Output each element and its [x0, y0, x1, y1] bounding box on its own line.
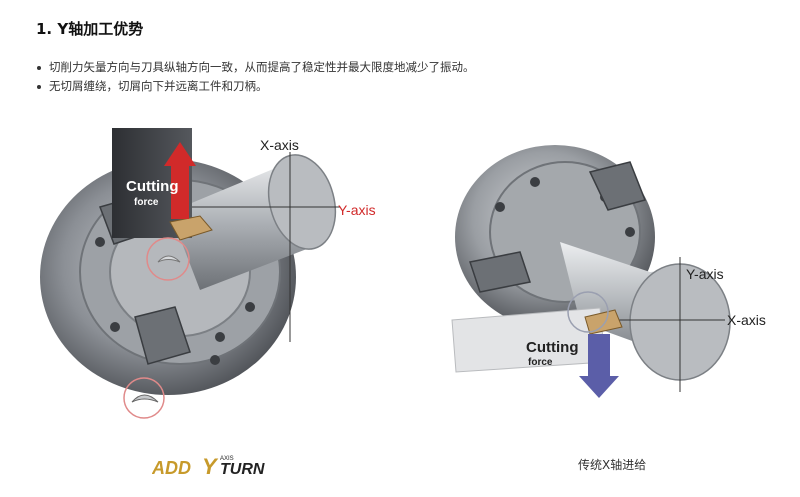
bolt: [215, 332, 225, 342]
bolt: [210, 355, 220, 365]
section-heading: 1. Y轴加工优势: [36, 20, 144, 38]
x-axis-label: X-axis: [260, 137, 299, 153]
force-arrow-shaft: [588, 334, 610, 378]
y-axis-turning-illustration: X-axis Y-axis Cutting force: [40, 128, 376, 419]
x-axis-feed-figure: Y-axis X-axis Cutting force: [440, 112, 800, 412]
addyturn-logo: ADD Y AXIS TURN: [151, 452, 292, 479]
x-axis-feed-illustration: Y-axis X-axis Cutting force: [451, 145, 766, 398]
bolt: [110, 322, 120, 332]
bolt: [530, 177, 540, 187]
chuck-jaw: [134, 306, 191, 365]
bullet-icon: [37, 85, 41, 89]
chuck-jaw: [469, 251, 531, 293]
y-axis-label: Y-axis: [338, 202, 376, 218]
logo-text-axis: AXIS: [220, 456, 234, 462]
bullet-icon: [37, 66, 41, 70]
x-axis-label: X-axis: [727, 312, 766, 328]
bolt: [495, 202, 505, 212]
logo-text-y: Y: [202, 454, 219, 478]
force-arrow-shaft: [171, 164, 189, 219]
bolt: [95, 237, 105, 247]
chuck-jaw: [588, 161, 647, 211]
chip-highlight-circle: [567, 291, 609, 333]
chip-highlight-circle: [146, 237, 190, 281]
figure-caption: 传统X轴进给: [578, 458, 647, 472]
addyturn-logo-graphic: ADD Y AXIS TURN: [151, 454, 265, 479]
y-axis-turning-figure: X-axis Y-axis Cutting force: [40, 112, 400, 422]
force-label: Cutting: [526, 339, 578, 356]
force-sublabel: force: [528, 357, 553, 368]
logo-text-add: ADD: [152, 458, 191, 478]
list-item: 无切屑缠绕，切屑向下并远离工件和刀柄。: [36, 78, 475, 97]
force-arrow-head: [579, 376, 619, 398]
force-label: Cutting: [126, 178, 178, 195]
feature-list: 切削力矢量方向与刀具纵轴方向一致，从而提高了稳定性并最大限度地减少了振动。 无切…: [36, 59, 475, 97]
force-arrow-head: [164, 142, 196, 166]
bullet-text: 无切屑缠绕，切屑向下并远离工件和刀柄。: [49, 79, 268, 93]
bullet-text: 切削力矢量方向与刀具纵轴方向一致，从而提高了稳定性并最大限度地减少了振动。: [49, 60, 475, 74]
chip-highlight-circle: [123, 377, 165, 419]
bolt: [245, 302, 255, 312]
chip: [131, 394, 159, 403]
bolt: [625, 227, 635, 237]
cutting-insert: [584, 309, 623, 335]
cutting-insert: [169, 215, 213, 241]
list-item: 切削力矢量方向与刀具纵轴方向一致，从而提高了稳定性并最大限度地减少了振动。: [36, 59, 475, 78]
logo-text-turn: TURN: [220, 461, 265, 478]
y-axis-label: Y-axis: [686, 266, 724, 282]
force-sublabel: force: [134, 197, 159, 208]
chip: [157, 255, 181, 263]
